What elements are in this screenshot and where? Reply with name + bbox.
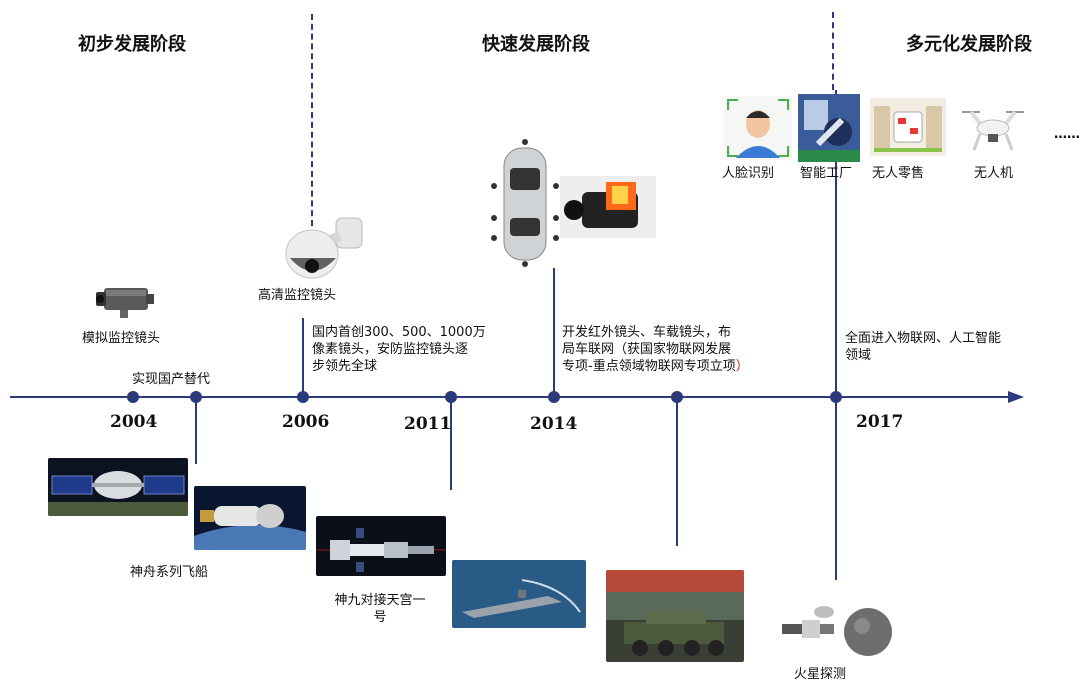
label-unmanned-retail: 无人零售 bbox=[872, 166, 925, 181]
description-2006: 国内首创300、500、1000万 像素镜头，安防监控镜头逐 步领先全球 bbox=[312, 324, 486, 375]
aircraft-carrier-image bbox=[452, 560, 586, 628]
stage-title-initial: 初步发展阶段 bbox=[78, 34, 186, 55]
timeline-dot-2017 bbox=[830, 391, 842, 403]
label-shenjiu-line1: 神九对接天宫一 bbox=[334, 593, 426, 608]
timeline-dot-2011 bbox=[445, 391, 457, 403]
year-2011: 2011 bbox=[404, 414, 452, 434]
timeline-dot-localization bbox=[190, 391, 202, 403]
label-analog-camera: 模拟监控镜头 bbox=[82, 331, 161, 346]
connector-2014 bbox=[553, 268, 555, 398]
label-more: …… bbox=[1054, 127, 1080, 142]
description-2006-line2: 像素镜头，安防监控镜头逐 bbox=[312, 342, 469, 357]
connector-2017 bbox=[835, 90, 837, 580]
label-mars: 火星探测 bbox=[794, 667, 847, 682]
shenzhou-spacecraft-image bbox=[48, 458, 188, 516]
thermal-camera-icon bbox=[560, 176, 656, 238]
timeline-arrow-icon bbox=[1008, 391, 1024, 403]
label-smart-factory: 智能工厂 bbox=[800, 166, 853, 181]
label-shenjiu: 神九对接天宫一 号 bbox=[318, 592, 442, 626]
hd-camera-icon bbox=[285, 217, 363, 279]
label-localization: 实现国产替代 bbox=[132, 372, 211, 387]
connector-2011 bbox=[450, 398, 452, 490]
connector-carrier bbox=[676, 398, 678, 546]
year-2014: 2014 bbox=[530, 414, 578, 434]
drone-icon bbox=[962, 110, 1024, 151]
description-2014-line3: 专项-重点领域物联网专项立项） bbox=[562, 358, 749, 375]
stage-divider-2 bbox=[832, 12, 834, 90]
label-shenzhou: 神舟系列飞船 bbox=[130, 565, 209, 580]
description-2006-line1: 国内首创300、500、1000万 bbox=[312, 325, 486, 340]
label-face-recognition: 人脸识别 bbox=[722, 166, 775, 181]
stage-title-diversified: 多元化发展阶段 bbox=[906, 34, 1032, 55]
unmanned-retail-icon bbox=[870, 98, 946, 156]
smart-factory-icon bbox=[798, 94, 860, 162]
description-2014-line1: 开发红外镜头、车载镜头，布 bbox=[562, 325, 732, 340]
year-2006: 2006 bbox=[282, 412, 330, 432]
analog-camera-icon bbox=[96, 288, 154, 318]
label-drone: 无人机 bbox=[974, 166, 1014, 181]
description-2006-line3: 步领先全球 bbox=[312, 359, 378, 374]
description-2014-line2: 局车联网（获国家物联网发展 bbox=[562, 342, 732, 357]
label-hd-camera: 高清监控镜头 bbox=[258, 288, 337, 303]
description-2017: 全面进入物联网、人工智能 领域 bbox=[845, 330, 1001, 364]
shenzhou-orbit-image bbox=[194, 486, 306, 550]
description-2017-line1: 全面进入物联网、人工智能 bbox=[845, 331, 1002, 346]
connector-shenzhou bbox=[195, 398, 197, 464]
timeline-dot-2006 bbox=[297, 391, 309, 403]
year-2017: 2017 bbox=[856, 412, 904, 432]
description-2017-line2: 领域 bbox=[845, 348, 872, 363]
connected-car-icon bbox=[491, 139, 559, 267]
stage-divider-1 bbox=[311, 14, 313, 226]
timeline-axis bbox=[10, 391, 1024, 403]
shenjiu-docking-image bbox=[316, 516, 446, 576]
timeline-dot-carrier bbox=[671, 391, 683, 403]
stage-title-rapid: 快速发展阶段 bbox=[482, 34, 590, 55]
year-2004: 2004 bbox=[110, 412, 158, 432]
timeline-dot-2014 bbox=[548, 391, 560, 403]
mars-probe-image bbox=[782, 606, 892, 656]
description-2014-line3-text: 专项-重点领域物联网专项立项 bbox=[562, 359, 736, 374]
connector-2006 bbox=[302, 318, 304, 398]
timeline-dot-2004 bbox=[127, 391, 139, 403]
description-2014: 开发红外镜头、车载镜头，布 局车联网（获国家物联网发展 专项-重点领域物联网专项… bbox=[562, 324, 749, 375]
label-shenjiu-line2: 号 bbox=[373, 610, 387, 625]
description-2014-paren: ） bbox=[735, 359, 749, 374]
face-recognition-icon bbox=[724, 96, 792, 160]
military-parade-image bbox=[606, 570, 744, 662]
